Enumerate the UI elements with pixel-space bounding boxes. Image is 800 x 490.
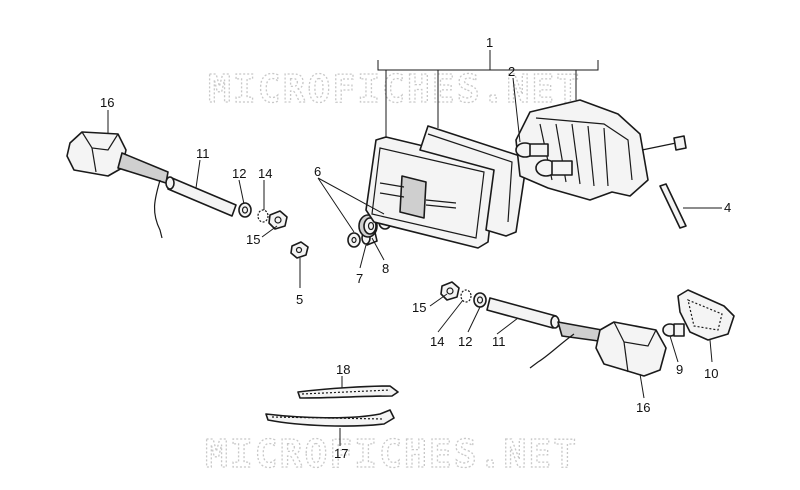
right-stem	[486, 297, 560, 329]
trim-strip-18	[297, 385, 399, 399]
callout-16-right: 16	[636, 400, 650, 415]
callout-12-right: 12	[458, 334, 472, 349]
right-lock-washer	[460, 289, 472, 303]
callout-14-left: 14	[258, 166, 272, 181]
tail-light-assembly	[365, 99, 687, 249]
callout-17: 17	[334, 446, 348, 461]
callout-4: 4	[724, 200, 731, 215]
left-indicator	[66, 131, 169, 239]
indicator-lens	[677, 289, 735, 341]
callout-labels: 1 2 4 5 6 7 8 9 10 11 11 12 12 14 14 15 …	[100, 35, 731, 461]
leader-lines	[107, 50, 722, 446]
left-stem	[165, 176, 237, 217]
indicator-bulb	[662, 323, 685, 337]
callout-12-left: 12	[232, 166, 246, 181]
callout-10: 10	[704, 366, 718, 381]
callout-1: 1	[486, 35, 493, 50]
callout-18: 18	[336, 362, 350, 377]
right-nut	[440, 281, 460, 301]
trim-strip-17	[265, 409, 395, 427]
callout-16-left: 16	[100, 95, 114, 110]
washer-6-left	[347, 232, 361, 248]
reflector-strip	[659, 183, 687, 229]
right-washer	[473, 292, 487, 308]
callout-8: 8	[382, 261, 389, 276]
right-indicator	[529, 321, 667, 377]
watermark-bottom: MICROFICHES.NET	[205, 432, 578, 476]
left-lock-washer	[257, 209, 269, 223]
callout-2: 2	[508, 64, 515, 79]
callout-15-left: 15	[246, 232, 260, 247]
left-washer	[238, 202, 252, 218]
callout-6: 6	[314, 164, 321, 179]
callout-11-left: 11	[196, 146, 210, 161]
callout-14-right: 14	[430, 334, 444, 349]
callout-11-right: 11	[492, 334, 506, 349]
watermark-top: MICROFICHES.NET	[208, 67, 581, 111]
callout-15-right: 15	[412, 300, 426, 315]
left-nut	[268, 210, 288, 230]
nut-5	[290, 241, 309, 259]
callout-7: 7	[356, 271, 363, 286]
callout-5: 5	[296, 292, 303, 307]
callout-9: 9	[676, 362, 683, 377]
